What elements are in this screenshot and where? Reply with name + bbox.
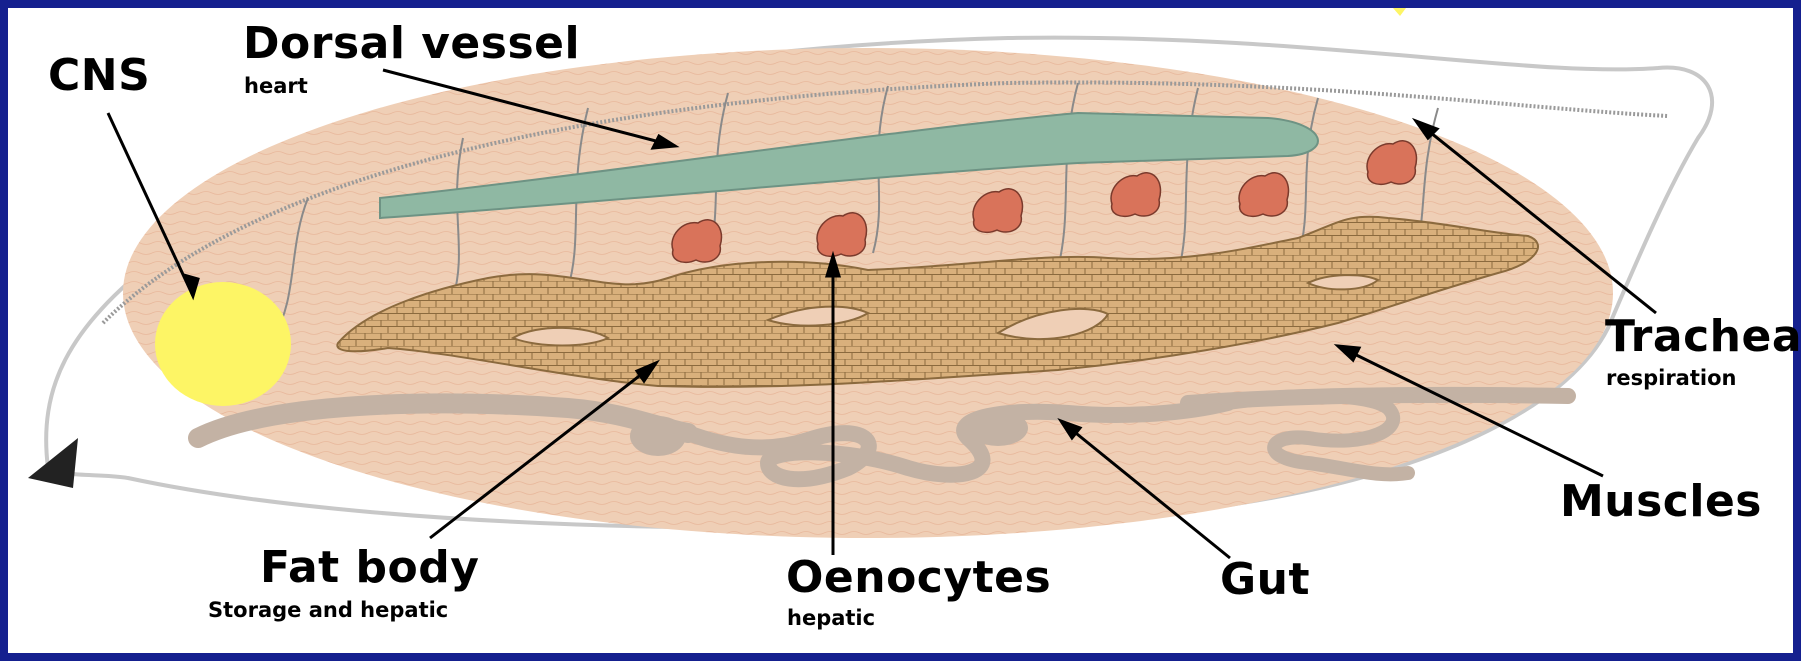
oenocytes-label: Oenocytes xyxy=(786,556,1051,600)
fat-body-sublabel: Storage and hepatic xyxy=(208,600,448,621)
dorsal-vessel-label: Dorsal vessel xyxy=(243,22,580,66)
diagram-panel: CNS Dorsal vessel heart Trachea respirat… xyxy=(8,8,1793,653)
fat-body-label: Fat body xyxy=(260,546,479,590)
trachea-sublabel: respiration xyxy=(1606,368,1736,389)
gut-label: Gut xyxy=(1220,558,1310,602)
trachea-label: Trachea xyxy=(1605,315,1801,359)
cns-blob xyxy=(155,282,291,406)
cns-label: CNS xyxy=(48,54,150,98)
yellow-accent xyxy=(1393,8,1406,16)
oenocytes-sublabel: hepatic xyxy=(787,608,875,629)
dorsal-vessel-sublabel: heart xyxy=(244,76,308,97)
muscles-label: Muscles xyxy=(1560,480,1762,524)
